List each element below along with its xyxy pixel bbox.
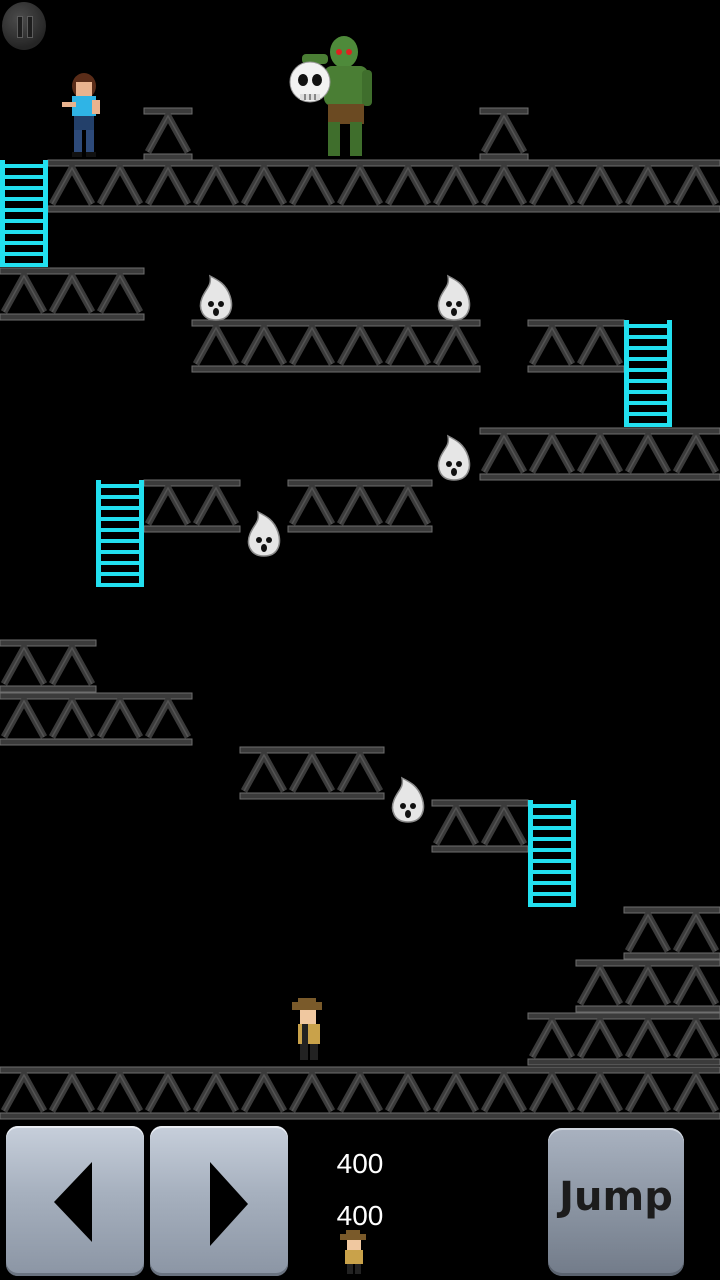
captive-girl-sprite bbox=[62, 73, 100, 157]
move-right-button[interactable] bbox=[150, 1126, 288, 1276]
control-bar: 400 400 Jump bbox=[0, 1120, 720, 1280]
player-explorer-sprite bbox=[292, 998, 322, 1060]
game-canvas bbox=[0, 0, 720, 1120]
triangle-right-icon bbox=[210, 1162, 248, 1246]
girder-post bbox=[479, 107, 529, 161]
score-value: 400 bbox=[336, 1148, 384, 1179]
ladder bbox=[528, 800, 576, 907]
girder-floor bbox=[0, 1066, 720, 1120]
girder bbox=[287, 479, 433, 533]
girder bbox=[191, 319, 481, 373]
triangle-left-icon bbox=[54, 1162, 92, 1242]
ghost-enemy bbox=[391, 776, 425, 823]
girder bbox=[479, 427, 720, 481]
girder-layer bbox=[0, 107, 720, 1120]
girder bbox=[0, 639, 97, 693]
girder-top bbox=[47, 159, 720, 213]
girder bbox=[239, 746, 385, 800]
jump-button[interactable]: Jump bbox=[548, 1128, 684, 1276]
ghost-enemy bbox=[437, 274, 471, 321]
pause-button[interactable] bbox=[2, 2, 46, 50]
girder bbox=[0, 692, 193, 746]
girder bbox=[575, 959, 720, 1013]
girder-post bbox=[143, 107, 193, 161]
sprite-layer bbox=[62, 36, 372, 1060]
ladder bbox=[624, 320, 672, 427]
ghost-enemy bbox=[247, 510, 281, 557]
girder bbox=[431, 799, 529, 853]
pause-icon bbox=[17, 16, 23, 38]
high-score-value: 400 bbox=[336, 1200, 384, 1231]
girder bbox=[527, 319, 625, 373]
girder bbox=[0, 267, 145, 321]
jump-label: Jump bbox=[559, 1174, 673, 1220]
ghost-enemy bbox=[199, 274, 233, 321]
zombie-boss-sprite bbox=[289, 36, 372, 156]
ladder bbox=[96, 480, 144, 587]
move-left-button[interactable] bbox=[6, 1126, 144, 1276]
girder bbox=[623, 906, 720, 960]
lives-player-icon bbox=[340, 1230, 366, 1274]
ladder bbox=[0, 160, 48, 267]
ghost-enemy bbox=[437, 434, 471, 481]
girder bbox=[527, 1012, 720, 1066]
pause-icon-bar bbox=[27, 16, 33, 38]
